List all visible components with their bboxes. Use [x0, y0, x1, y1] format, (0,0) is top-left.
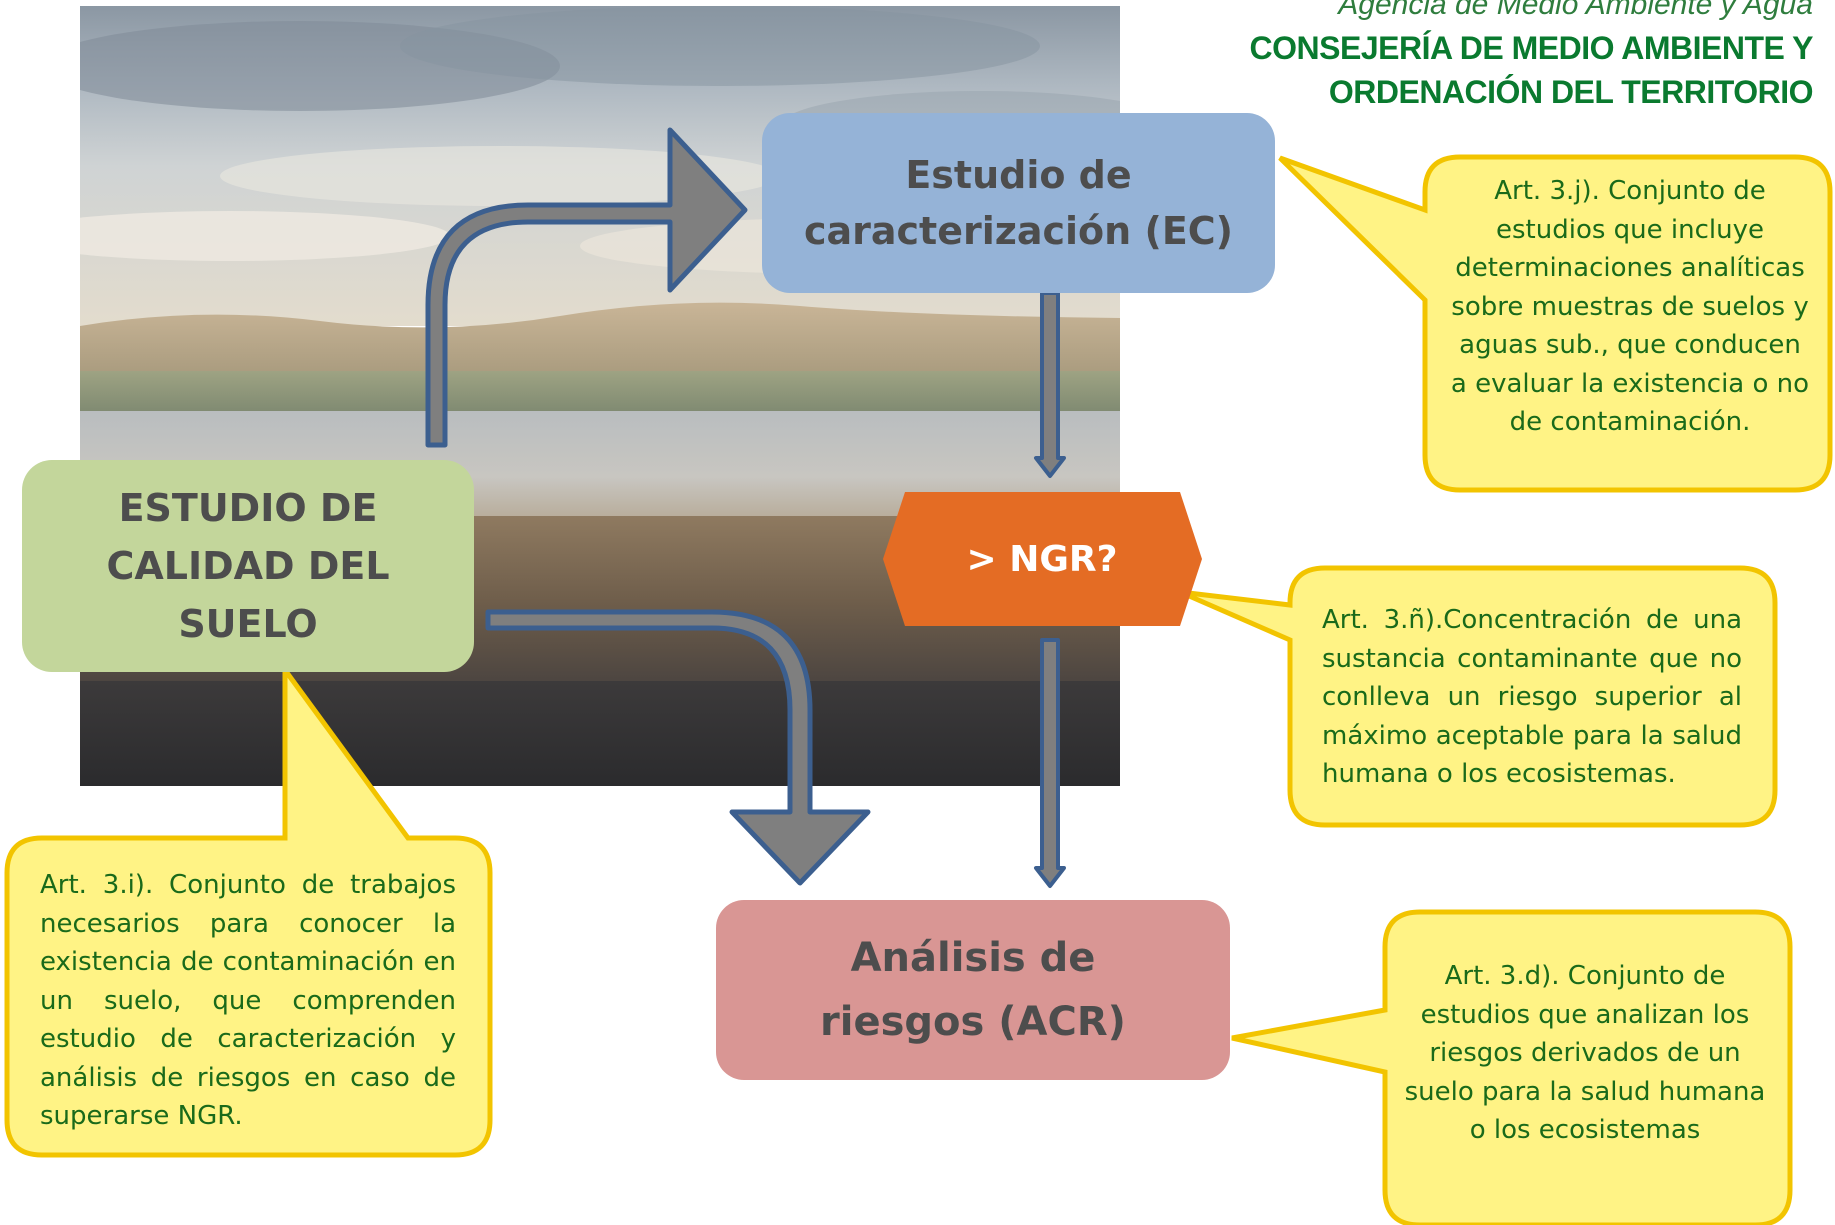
header-agency: Agencia de Medio Ambiente y Agua — [1338, 0, 1813, 21]
estudio-calidad-box: ESTUDIO DE CALIDAD DEL SUELO — [22, 460, 474, 672]
estudio-caracterizacion-label: Estudio de caracterización (EC) — [803, 153, 1234, 253]
note-riesgos: Art. 3.d). Conjunto de estudios que anal… — [1404, 961, 1766, 1145]
analisis-riesgos-label: Análisis de riesgos (ACR) — [820, 935, 1126, 1045]
note-ngr: Art. 3.ñ).Concentración de una sustancia… — [1322, 605, 1742, 789]
analisis-riesgos-box: Análisis de riesgos (ACR) — [716, 900, 1230, 1080]
header-consejeria-line2: ORDENACIÓN DEL TERRITORIO — [1328, 74, 1814, 110]
note-caracterizacion: Art. 3.j). Conjunto de estudios que incl… — [1450, 176, 1810, 437]
note-calidad: Art. 3.i). Conjunto de trabajos necesari… — [40, 870, 456, 1131]
ngr-decision: > NGR? — [883, 492, 1201, 626]
ngr-decision-label: > NGR? — [966, 538, 1118, 580]
estudio-calidad-label: ESTUDIO DE CALIDAD DEL SUELO — [106, 486, 390, 646]
estudio-caracterizacion-box: Estudio de caracterización (EC) — [762, 113, 1275, 293]
header-consejeria-line1: CONSEJERÍA DE MEDIO AMBIENTE Y — [1249, 30, 1814, 66]
